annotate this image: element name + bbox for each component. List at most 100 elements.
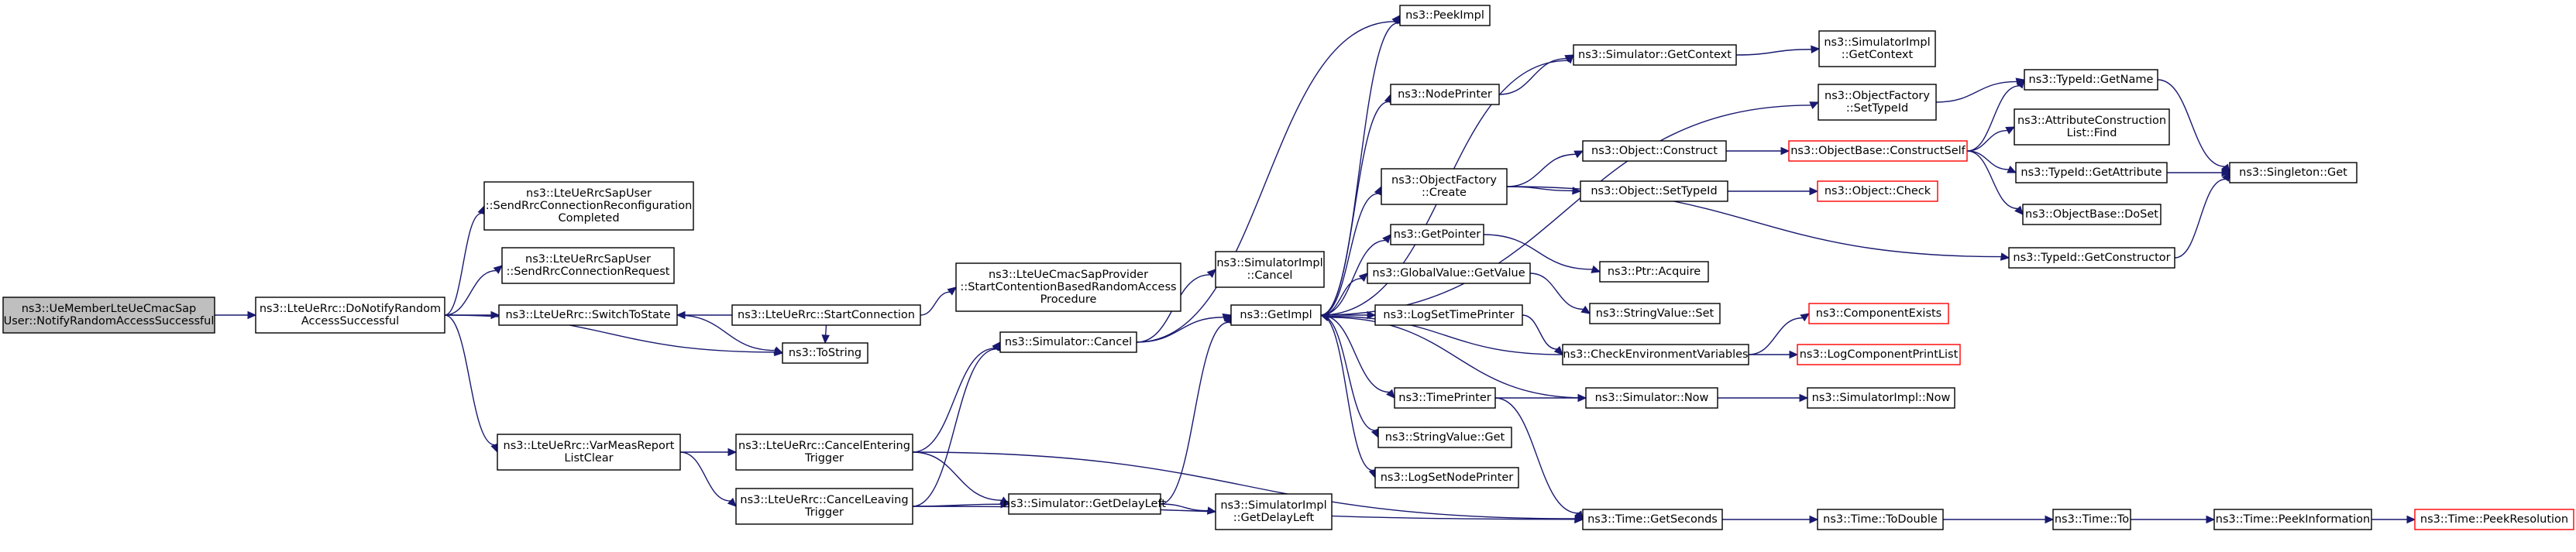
- node-box-checkenv[interactable]: [1562, 344, 1749, 365]
- node-tostring[interactable]: ns3::ToString: [782, 342, 868, 364]
- node-switch[interactable]: ns3::LteUeRrc::SwitchToState: [498, 304, 678, 326]
- node-implcontext[interactable]: ns3::SimulatorImpl::GetContext: [1818, 30, 1936, 67]
- node-box-simcontext[interactable]: [1573, 44, 1737, 66]
- node-notify[interactable]: ns3::LteUeRrc::DoNotifyRandomAccessSucce…: [255, 297, 445, 334]
- node-ptracquire[interactable]: ns3::Ptr::Acquire: [1599, 261, 1709, 283]
- node-box-objconstruct[interactable]: [1582, 140, 1727, 162]
- node-simcancel[interactable]: ns3::Simulator::Cancel: [999, 331, 1137, 353]
- node-box-startconn[interactable]: [731, 304, 921, 326]
- node-getattr[interactable]: ns3::TypeId::GetAttribute: [2015, 162, 2168, 183]
- node-simnow[interactable]: ns3::Simulator::Now: [1585, 387, 1718, 409]
- node-logsetnode[interactable]: ns3::LogSetNodePrinter: [1374, 467, 1519, 489]
- node-doset[interactable]: ns3::ObjectBase::DoSet: [2022, 204, 2162, 225]
- node-box-objfactcreate[interactable]: [1381, 168, 1508, 205]
- node-box-getdelay[interactable]: [1008, 493, 1161, 515]
- node-globalvalue[interactable]: ns3::GlobalValue::GetValue: [1367, 262, 1531, 284]
- node-box-peekimpl[interactable]: [1399, 5, 1491, 26]
- node-box-impldelay[interactable]: [1215, 493, 1333, 530]
- node-objsettypeid[interactable]: ns3::Object::SetTypeId: [1580, 180, 1728, 202]
- node-stringget[interactable]: ns3::StringValue::Get: [1377, 427, 1512, 448]
- node-logcomplist[interactable]: ns3::LogComponentPrintList: [1797, 344, 1961, 365]
- node-box-stringget[interactable]: [1377, 427, 1512, 448]
- node-box-implcancel[interactable]: [1215, 251, 1325, 288]
- node-objcheck[interactable]: ns3::Object::Check: [1817, 180, 1938, 202]
- node-box-getconstructor[interactable]: [2008, 247, 2175, 269]
- node-box-getimpl[interactable]: [1230, 304, 1322, 326]
- node-box-tostring[interactable]: [782, 342, 868, 364]
- node-timeto[interactable]: ns3::Time::To: [2052, 509, 2131, 530]
- node-stringset[interactable]: ns3::StringValue::Set: [1589, 303, 1721, 324]
- node-box-stringset[interactable]: [1589, 303, 1721, 324]
- node-box-switch[interactable]: [498, 304, 678, 326]
- node-box-getattr[interactable]: [2015, 162, 2168, 183]
- node-startconn[interactable]: ns3::LteUeRrc::StartConnection: [731, 304, 921, 326]
- node-impldelay[interactable]: ns3::SimulatorImpl::GetDelayLeft: [1215, 493, 1333, 530]
- node-box-timeprinter[interactable]: [1394, 387, 1496, 409]
- node-checkenv[interactable]: ns3::CheckEnvironmentVariables: [1562, 344, 1749, 365]
- node-peekimpl[interactable]: ns3::PeekImpl: [1399, 5, 1491, 26]
- node-implnow[interactable]: ns3::SimulatorImpl::Now: [1807, 387, 1955, 409]
- node-nodeprinter[interactable]: ns3::NodePrinter: [1390, 84, 1500, 105]
- node-box-objsettypeid[interactable]: [1580, 180, 1728, 202]
- node-box-peekinfo[interactable]: [2213, 509, 2372, 530]
- node-simcontext[interactable]: ns3::Simulator::GetContext: [1573, 44, 1737, 66]
- node-sendcomplete[interactable]: ns3::LteUeRrcSapUser::SendRrcConnectionR…: [483, 181, 694, 231]
- node-root[interactable]: ns3::UeMemberLteUeCmacSapUser::NotifyRan…: [2, 297, 215, 334]
- node-box-nodeprinter[interactable]: [1390, 84, 1500, 105]
- node-typeidname[interactable]: ns3::TypeId::GetName: [2024, 69, 2158, 91]
- node-getpointer[interactable]: ns3::GetPointer: [1390, 224, 1484, 245]
- node-box-root[interactable]: [2, 297, 215, 334]
- node-box-globalvalue[interactable]: [1367, 262, 1531, 284]
- node-objfactcreate[interactable]: ns3::ObjectFactory::Create: [1381, 168, 1508, 205]
- node-box-logsettime[interactable]: [1374, 304, 1523, 326]
- node-box-logsetnode[interactable]: [1374, 467, 1519, 489]
- node-box-notify[interactable]: [255, 297, 445, 334]
- node-box-implnow[interactable]: [1807, 387, 1955, 409]
- node-timeprinter[interactable]: ns3::TimePrinter: [1394, 387, 1496, 409]
- node-box-attrfind[interactable]: [2014, 108, 2170, 146]
- node-box-startcont[interactable]: [955, 262, 1181, 312]
- node-box-typeidname[interactable]: [2024, 69, 2158, 91]
- node-getconstructor[interactable]: ns3::TypeId::GetConstructor: [2008, 247, 2175, 269]
- node-box-logcomplist[interactable]: [1797, 344, 1961, 365]
- node-box-simcancel[interactable]: [999, 331, 1137, 353]
- node-implcancel[interactable]: ns3::SimulatorImpl::Cancel: [1215, 251, 1325, 288]
- node-getimpl[interactable]: ns3::GetImpl: [1230, 304, 1322, 326]
- node-factsettypeid[interactable]: ns3::ObjectFactory::SetTypeId: [1818, 84, 1937, 121]
- node-box-peekres[interactable]: [2414, 509, 2574, 530]
- node-box-constructself[interactable]: [1788, 140, 1968, 162]
- node-box-implcontext[interactable]: [1818, 30, 1936, 67]
- node-constructself[interactable]: ns3::ObjectBase::ConstructSelf: [1788, 140, 1968, 162]
- node-box-cancelent[interactable]: [735, 434, 913, 471]
- node-singleton[interactable]: ns3::Singleton::Get: [2229, 162, 2358, 183]
- node-logsettime[interactable]: ns3::LogSetTimePrinter: [1374, 304, 1523, 326]
- node-box-factsettypeid[interactable]: [1818, 84, 1937, 121]
- node-box-getpointer[interactable]: [1390, 224, 1484, 245]
- node-getseconds[interactable]: ns3::Time::GetSeconds: [1582, 509, 1723, 530]
- node-box-ptracquire[interactable]: [1599, 261, 1709, 283]
- node-peekres[interactable]: ns3::Time::PeekResolution: [2414, 509, 2574, 530]
- node-box-compexists[interactable]: [1808, 303, 1949, 324]
- node-objconstruct[interactable]: ns3::Object::Construct: [1582, 140, 1727, 162]
- node-box-sendcomplete[interactable]: [483, 181, 694, 231]
- node-peekinfo[interactable]: ns3::Time::PeekInformation: [2213, 509, 2372, 530]
- node-box-objcheck[interactable]: [1817, 180, 1938, 202]
- node-box-varmeas[interactable]: [497, 434, 681, 471]
- node-box-todouble[interactable]: [1817, 509, 1944, 530]
- node-box-cancelleave[interactable]: [735, 488, 913, 525]
- node-todouble[interactable]: ns3::Time::ToDouble: [1817, 509, 1944, 530]
- node-compexists[interactable]: ns3::ComponentExists: [1808, 303, 1949, 324]
- node-box-getseconds[interactable]: [1582, 509, 1723, 530]
- node-sendreq[interactable]: ns3::LteUeRrcSapUser::SendRrcConnectionR…: [501, 247, 675, 284]
- node-box-timeto[interactable]: [2052, 509, 2131, 530]
- node-getdelay[interactable]: ns3::Simulator::GetDelayLeft: [1003, 493, 1166, 515]
- node-startcont[interactable]: ns3::LteUeCmacSapProvider::StartContenti…: [955, 262, 1181, 312]
- node-box-singleton[interactable]: [2229, 162, 2358, 183]
- node-box-sendreq[interactable]: [501, 247, 675, 284]
- node-box-simnow[interactable]: [1585, 387, 1718, 409]
- node-box-doset[interactable]: [2022, 204, 2162, 225]
